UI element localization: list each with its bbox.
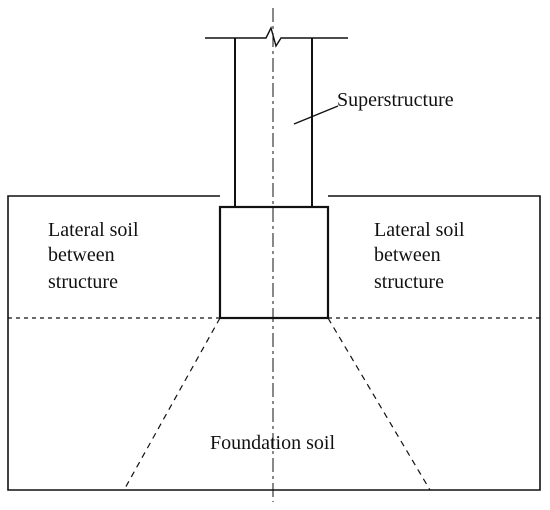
label-lateral-left-line1: Lateral soil [48, 219, 139, 241]
spread-line-right [327, 317, 431, 491]
label-foundation-soil: Foundation soil [210, 432, 335, 454]
label-lateral-left-line3: structure [48, 271, 118, 293]
label-lateral-right-line2: between [374, 244, 441, 266]
foundation-block [218, 205, 330, 320]
spread-line-left [123, 317, 221, 491]
break-line [205, 26, 348, 48]
soil-boundary [7, 195, 541, 491]
label-lateral-right-line1: Lateral soil [374, 219, 465, 241]
label-lateral-left-line2: between [48, 244, 115, 266]
label-lateral-right-line3: structure [374, 271, 444, 293]
superstructure-leader [293, 105, 339, 125]
label-superstructure: Superstructure [337, 89, 454, 111]
